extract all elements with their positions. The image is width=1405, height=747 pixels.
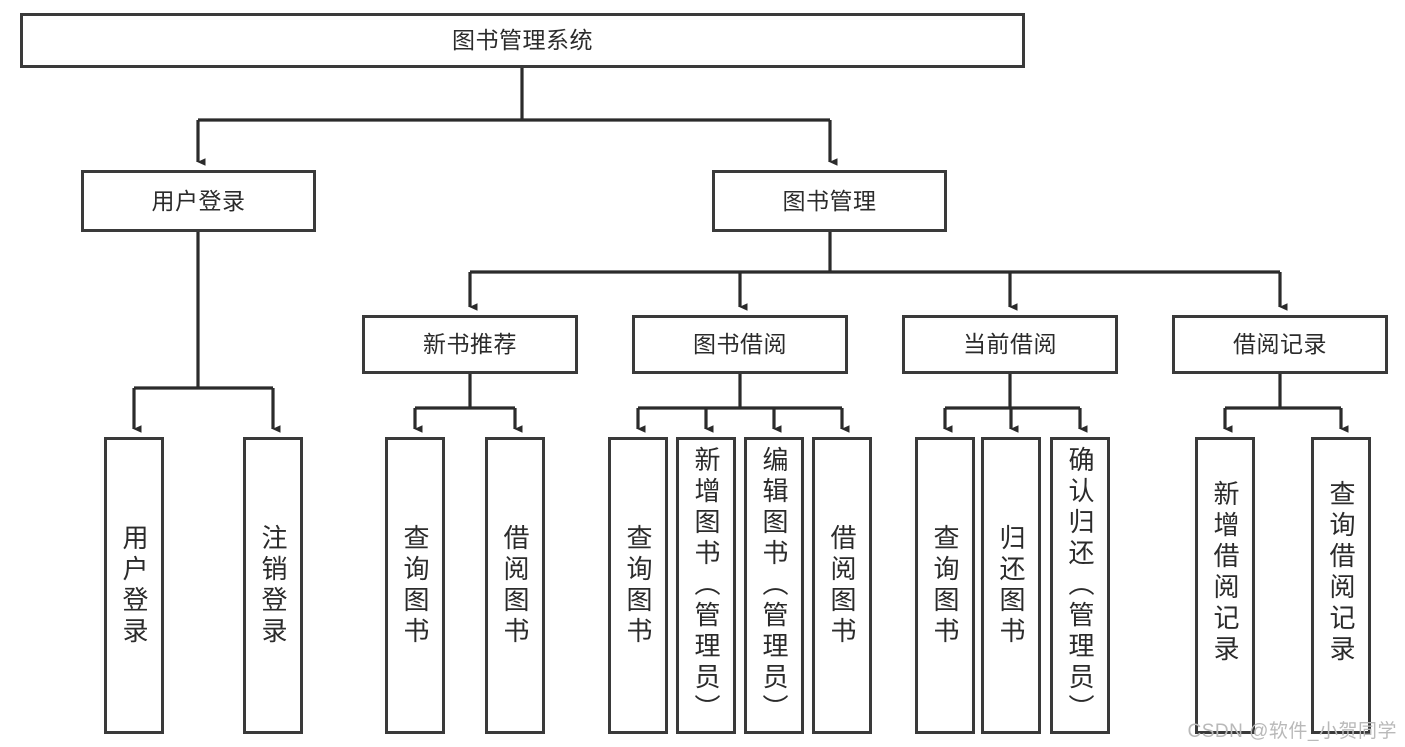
node-new-book-recommend[interactable]: 新书推荐 (362, 315, 578, 374)
node-leaf-query-book-2[interactable]: 查询图书 (608, 437, 668, 734)
node-borrow-record[interactable]: 借阅记录 (1172, 315, 1388, 374)
node-leaf-borrow-book-2-label: 借阅图书 (827, 524, 857, 648)
node-leaf-borrow-book-1[interactable]: 借阅图书 (485, 437, 545, 734)
node-borrow-record-label: 借阅记录 (1233, 331, 1327, 358)
node-current-borrow-label: 当前借阅 (963, 331, 1057, 358)
node-leaf-confirm-return[interactable]: 确认归还（管理员） (1050, 437, 1110, 734)
node-leaf-add-record-label: 新增借阅记录 (1210, 480, 1240, 666)
node-leaf-query-book-2-label: 查询图书 (623, 524, 653, 648)
node-leaf-add-book-label: 新增图书（管理员） (691, 446, 721, 725)
node-leaf-edit-book[interactable]: 编辑图书（管理员） (744, 437, 804, 734)
node-leaf-query-book-1-label: 查询图书 (400, 524, 430, 648)
node-leaf-user-logout-label: 注销登录 (258, 524, 288, 648)
node-leaf-return-book-label: 归还图书 (996, 524, 1026, 648)
node-book-borrow[interactable]: 图书借阅 (632, 315, 848, 374)
node-leaf-query-book-1[interactable]: 查询图书 (385, 437, 445, 734)
node-leaf-return-book[interactable]: 归还图书 (981, 437, 1041, 734)
node-user-login[interactable]: 用户登录 (81, 170, 316, 232)
node-root[interactable]: 图书管理系统 (20, 13, 1025, 68)
node-book-manage[interactable]: 图书管理 (712, 170, 947, 232)
node-leaf-edit-book-label: 编辑图书（管理员） (759, 446, 789, 725)
node-leaf-query-book-3[interactable]: 查询图书 (915, 437, 975, 734)
node-leaf-user-login-label: 用户登录 (119, 524, 149, 648)
node-new-book-recommend-label: 新书推荐 (423, 331, 517, 358)
watermark-text: CSDN @软件_小贺同学 (1187, 721, 1397, 742)
node-leaf-add-record[interactable]: 新增借阅记录 (1195, 437, 1255, 734)
node-leaf-query-record[interactable]: 查询借阅记录 (1311, 437, 1371, 734)
node-leaf-user-logout[interactable]: 注销登录 (243, 437, 303, 734)
node-book-manage-label: 图书管理 (782, 187, 877, 214)
node-leaf-borrow-book-2[interactable]: 借阅图书 (812, 437, 872, 734)
node-leaf-borrow-book-1-label: 借阅图书 (500, 524, 530, 648)
node-user-login-label: 用户登录 (151, 187, 246, 214)
node-book-borrow-label: 图书借阅 (693, 331, 787, 358)
node-leaf-confirm-return-label: 确认归还（管理员） (1065, 446, 1095, 725)
node-root-label: 图书管理系统 (452, 27, 593, 54)
node-leaf-user-login[interactable]: 用户登录 (104, 437, 164, 734)
node-current-borrow[interactable]: 当前借阅 (902, 315, 1118, 374)
node-leaf-add-book[interactable]: 新增图书（管理员） (676, 437, 736, 734)
node-leaf-query-book-3-label: 查询图书 (930, 524, 960, 648)
node-leaf-query-record-label: 查询借阅记录 (1326, 480, 1356, 666)
